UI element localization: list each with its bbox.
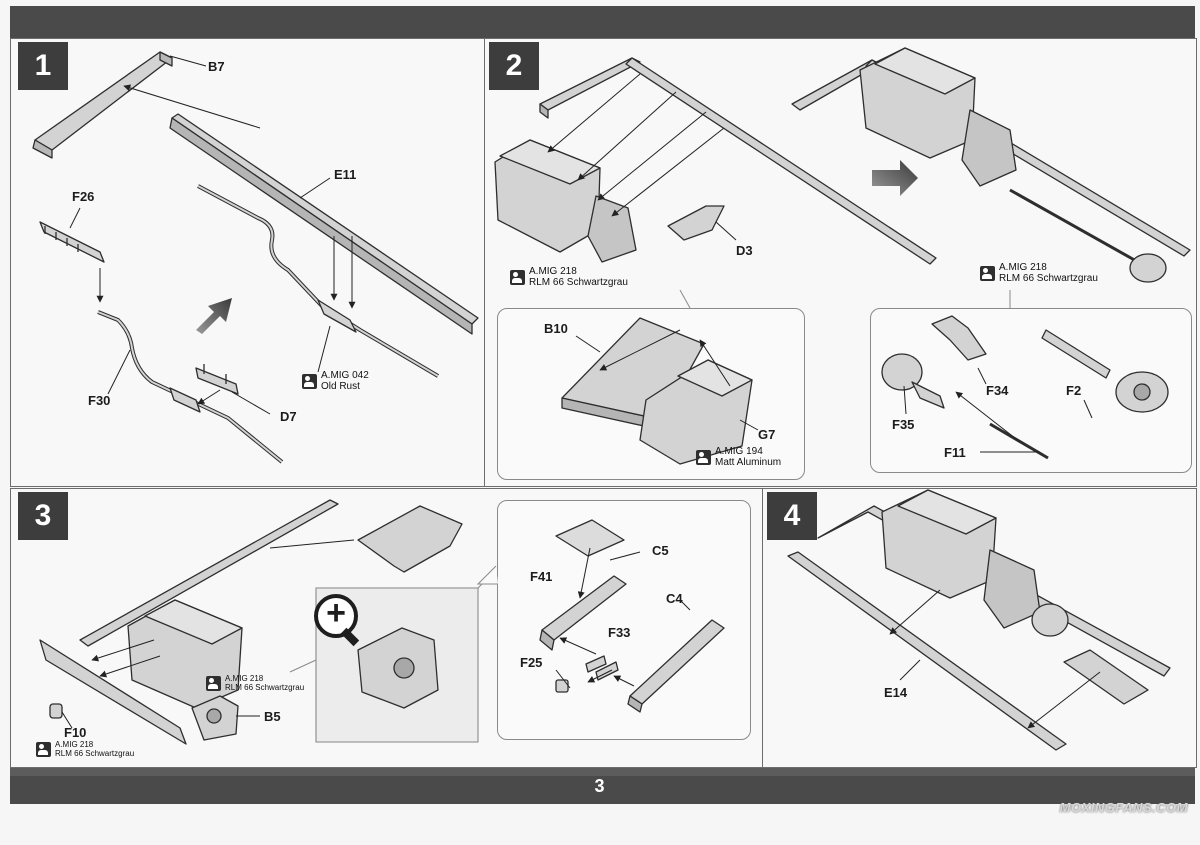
step-4-number: 4 <box>767 492 817 540</box>
step-1-number: 1 <box>18 42 68 90</box>
step-3-part-f33-rods <box>585 655 619 681</box>
paint-color: RLM 66 Schwartzgrau <box>529 277 628 288</box>
paint-figure-icon <box>302 373 317 389</box>
paint-color: Old Rust <box>321 381 360 392</box>
label-g7: G7 <box>758 427 776 442</box>
paint-code: A.MIG 218 <box>999 262 1047 273</box>
label-f41: F41 <box>530 569 553 584</box>
step-3-part-c5-panel <box>539 575 627 651</box>
step-4-rear-axle <box>1031 603 1069 637</box>
page-number: 3 <box>594 776 606 796</box>
step-3-frame <box>39 499 339 745</box>
label-e14: E14 <box>884 685 908 700</box>
step-1-muffler-f30 <box>169 387 201 413</box>
label-f34: F34 <box>986 383 1009 398</box>
step-2-paint-callout-engine: A.MIG 218 RLM 66 Schwartzgrau <box>510 266 628 288</box>
step-2-part-f2-axle <box>1041 329 1169 413</box>
step-1-direction-arrow <box>196 298 232 334</box>
step-2-driveshaft-assembled <box>1009 188 1139 264</box>
step-2-part-g7-block <box>639 359 753 465</box>
label-f10: F10 <box>64 725 87 740</box>
step-1-part-e11-rail <box>169 113 479 335</box>
step-3-paint-callout-engine: A.MIG 218 RLM 66 Schwartzgrau <box>206 674 304 692</box>
label-f25: F25 <box>520 655 543 670</box>
step-1-paint-callout: A.MIG 042 Old Rust <box>302 370 369 392</box>
magnifier-plus-icon <box>314 594 358 638</box>
label-f26: F26 <box>72 189 95 204</box>
step-2-paint-callout-axle: A.MIG 218 RLM 66 Schwartzgrau <box>980 262 1098 284</box>
step-2-direction-arrow <box>872 160 918 196</box>
step-3-zoom-inset <box>315 587 479 743</box>
step-1-part-e11-exhaust <box>197 184 440 378</box>
step-4-fender-part <box>1063 649 1149 705</box>
step-2-engine <box>494 139 637 263</box>
paint-figure-icon <box>206 675 221 691</box>
label-c5: C5 <box>652 543 669 558</box>
paint-color: RLM 66 Schwartzgrau <box>55 749 135 758</box>
footer-band <box>10 768 1195 804</box>
step-1-part-f26-pipe <box>39 221 105 263</box>
step-3-paint-callout-cap: A.MIG 218 RLM 66 Schwartzgrau <box>36 740 134 758</box>
label-d3: D3 <box>736 243 753 258</box>
step-2-part-d3-mount <box>667 205 725 241</box>
step-2-diff-assembled <box>1129 253 1167 283</box>
step-1-muffler <box>317 299 357 333</box>
label-b5: B5 <box>264 709 281 724</box>
step-4-frame-top <box>817 505 1171 677</box>
step-2-number: 2 <box>489 42 539 90</box>
step-2-part-f34-bracket <box>931 315 987 361</box>
paint-code: A.MIG 218 <box>225 674 264 683</box>
label-f30: F30 <box>88 393 111 408</box>
label-f35: F35 <box>892 417 915 432</box>
paint-color: Matt Aluminum <box>715 457 782 468</box>
step-3-number: 3 <box>18 492 68 540</box>
paint-code: A.MIG 218 <box>529 266 577 277</box>
step-1-part-d7-bracket <box>195 364 239 395</box>
paint-figure-icon <box>696 449 711 465</box>
watermark: MOXINGFANS.COM <box>1059 800 1188 815</box>
step-3-part-f10-cap <box>49 703 63 719</box>
step-2-engine-assembled <box>859 47 1017 187</box>
label-f2: F2 <box>1066 383 1082 398</box>
label-b10: B10 <box>544 321 568 336</box>
paint-color: RLM 66 Schwartzgrau <box>999 273 1098 284</box>
label-f33: F33 <box>608 625 631 640</box>
label-d7: D7 <box>280 409 297 424</box>
label-b7: B7 <box>208 59 225 74</box>
step-3-part-b5-pulley <box>191 695 239 741</box>
header-band <box>10 6 1195 38</box>
step-2-part-f35-housing <box>881 353 945 409</box>
step-3-part-f25-clip <box>555 679 569 693</box>
label-e11: E11 <box>334 167 357 182</box>
step-3-part-c4-panel <box>627 619 725 713</box>
step-2-paint-callout-block: A.MIG 194 Matt Aluminum <box>696 446 781 468</box>
step-4-engine <box>881 489 1041 629</box>
paint-figure-icon <box>36 741 51 757</box>
step-3-fender-part <box>357 505 463 573</box>
paint-code: A.MIG 194 <box>715 446 763 457</box>
step-2-frame-left <box>539 57 937 265</box>
label-f11: F11 <box>944 445 966 460</box>
step-3-part-f41-plate <box>555 519 625 557</box>
paint-color: RLM 66 Schwartzgrau <box>225 683 305 692</box>
paint-code: A.MIG 042 <box>321 370 369 381</box>
label-c4: C4 <box>666 591 683 606</box>
paint-figure-icon <box>510 269 525 285</box>
step-1-part-f30-exhaust <box>97 310 284 464</box>
paint-figure-icon <box>980 265 995 281</box>
step-4-part-e14-plate <box>787 551 1067 751</box>
paint-code: A.MIG 218 <box>55 740 94 749</box>
step-1-part-b7-bumper <box>32 51 173 159</box>
